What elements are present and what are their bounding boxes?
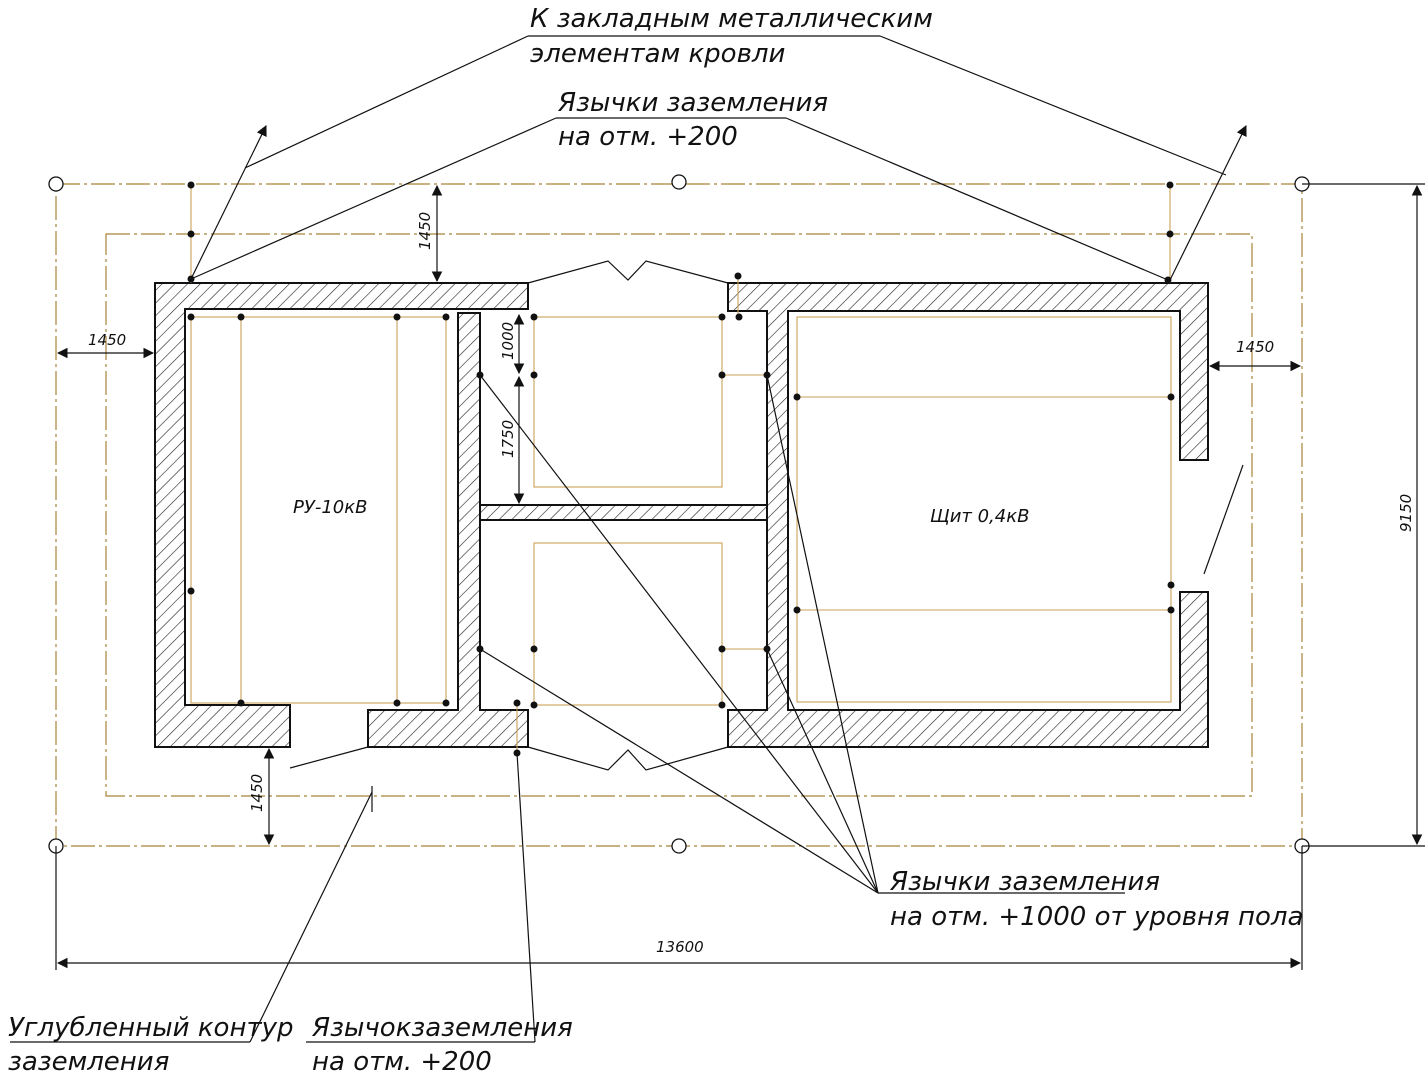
leader-lines — [10, 35, 1247, 1043]
dim-1000: 1000 — [499, 322, 517, 360]
tabs200-label-line2: на отм. +200 — [558, 122, 738, 152]
dim-height-total: 9150 — [1397, 494, 1415, 532]
building-walls — [154, 282, 1209, 748]
axis-marker — [48, 176, 64, 192]
dim-left-offset: 1450 — [88, 331, 126, 349]
contour-label-line2: заземления — [8, 1047, 169, 1077]
inner-ground-contour — [105, 233, 1253, 797]
contour-label-line1: Углубленный контур — [8, 1013, 294, 1043]
axis-marker — [671, 174, 687, 190]
tab200-label-line1: Язычокзаземления — [311, 1013, 573, 1043]
dim-top-offset: 1450 — [416, 212, 434, 250]
break-line-top — [527, 260, 729, 284]
dim-bottom-offset: 1450 — [248, 774, 266, 812]
room-ru10-label: РУ-10кВ — [293, 497, 367, 518]
room-shield-label: Щит 0,4кВ — [930, 506, 1029, 527]
dim-right-offset: 1450 — [1236, 338, 1274, 356]
dim-width-total: 13600 — [656, 938, 704, 956]
tab200-label-line2: на отм. +200 — [312, 1047, 492, 1077]
dim-1750: 1750 — [499, 420, 517, 458]
inner-strips — [190, 184, 1172, 755]
grounding-points — [187, 181, 1175, 757]
roof-label-line1: К закладным металлическим — [530, 4, 933, 34]
tabs1000-label-line2: на отм. +1000 от уровня пола — [890, 902, 1303, 932]
break-line-bottom — [527, 746, 729, 771]
tabs200-label-line1: Язычки заземления — [557, 88, 828, 118]
roof-label-line2: элементам кровли — [530, 39, 785, 69]
axis-marker — [671, 838, 687, 854]
tabs1000-label-line1: Язычки заземления — [889, 867, 1160, 897]
dimension-lines — [55, 183, 1425, 970]
